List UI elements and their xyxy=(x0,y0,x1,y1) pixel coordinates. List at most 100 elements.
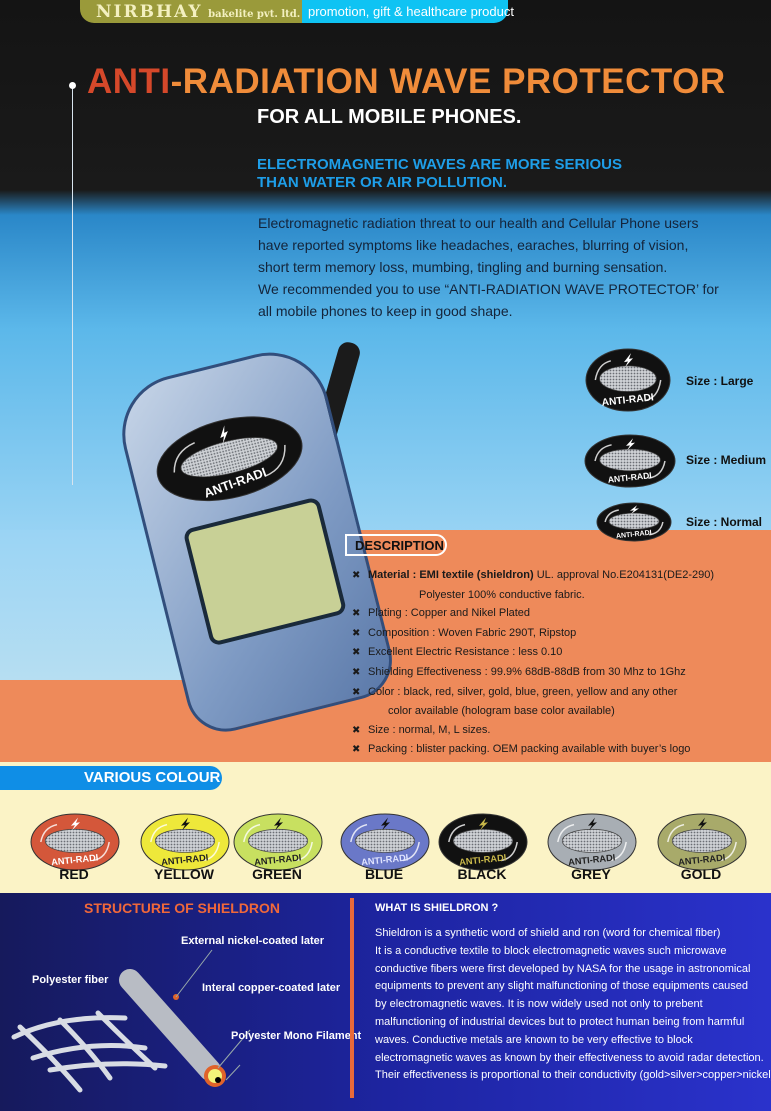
headline-line: THAN WATER OR AIR POLLUTION. xyxy=(257,174,507,191)
colour-label: GREEN xyxy=(252,866,302,882)
bullet-icon: ✖ xyxy=(352,570,361,581)
colour-label: GREY xyxy=(571,866,611,882)
material-label: Material : EMI textile (shieldron) xyxy=(368,569,534,581)
svg-text:ANTI-RADI: ANTI-RADI xyxy=(568,852,616,867)
core-dot xyxy=(215,1077,221,1083)
list-item: ✖ Color : black, red, silver, gold, blue,… xyxy=(352,683,714,703)
decorative-line xyxy=(72,85,73,485)
bullet-icon: ✖ xyxy=(352,724,361,736)
what-paragraph: Shieldron is a synthetic word of shield … xyxy=(375,925,771,1085)
label-fiber: Polyester fiber xyxy=(32,974,109,986)
paragraph-line: have reported symptoms like headaches, e… xyxy=(258,237,689,253)
item-text: Packing : blister packing. OEM packing a… xyxy=(368,743,691,756)
svg-text:ANTI-RADI: ANTI-RADI xyxy=(459,852,507,867)
colour-label: BLACK xyxy=(457,866,507,882)
colour-badge-gold: ANTI-RADI xyxy=(657,813,747,871)
shieldron-structure-diagram xyxy=(11,949,251,1093)
svg-text:ANTI-RADI: ANTI-RADI xyxy=(616,530,652,541)
what-line: electromagnetic waves as known by their … xyxy=(375,1051,764,1064)
label-internal: Interal copper-coated later xyxy=(202,982,341,994)
bullet-icon: ✖ xyxy=(352,666,361,678)
bullet-icon: ✖ xyxy=(352,686,361,698)
description-list: ✖ Material : EMI textile (shieldron) UL. … xyxy=(352,566,714,760)
svg-text:ANTI-RADI: ANTI-RADI xyxy=(254,852,302,867)
headline-line: ELECTROMAGNETIC WAVES ARE MORE SERIOUS xyxy=(257,156,623,173)
colour-label: BLUE xyxy=(364,866,404,882)
label-mono: Polyester Mono Filament xyxy=(231,1030,362,1042)
brand-logo: NIRBHAY bakelite pvt. ltd. xyxy=(80,0,302,23)
svg-text:ANTI-RADI: ANTI-RADI xyxy=(678,852,726,867)
mobile-phone-image: ANTI-RADI xyxy=(109,339,401,741)
item-text: Excellent Electric Resistance : less 0.1… xyxy=(368,646,563,659)
brand-name: NIRBHAY xyxy=(96,2,203,22)
description-heading: DESCRIPTION xyxy=(345,534,447,556)
paragraph-line: all mobile phones to keep in good shape. xyxy=(258,303,513,319)
svg-text:ANTI-RADI: ANTI-RADI xyxy=(607,470,652,485)
size-label-normal: Size : Normal xyxy=(686,515,763,529)
svg-text:ANTI-RADI: ANTI-RADI xyxy=(361,852,409,867)
badge-large: ANTI-RADI xyxy=(585,348,671,412)
item-text: Composition : Woven Fabric 290T, Ripstop xyxy=(368,626,577,639)
colour-label: YELLOW xyxy=(154,866,214,882)
shieldron-section xyxy=(0,893,771,1111)
list-item-cont: color available (hologram base color ava… xyxy=(388,705,615,718)
list-item: ✖ Material : EMI textile (shieldron) UL. … xyxy=(352,566,714,586)
phone-badge: ANTI-RADI xyxy=(156,416,303,502)
svg-text:ANTI-RADI: ANTI-RADI xyxy=(161,852,209,867)
what-line: waves. Conductive metals are known to be… xyxy=(375,1033,693,1046)
what-line: conductive fibers were first developed b… xyxy=(375,962,751,975)
what-line: equipments to prevent any slight malfunc… xyxy=(375,980,749,993)
leader-lines xyxy=(175,949,251,1081)
bullet-icon: ✖ xyxy=(352,608,361,620)
colour-badge-blue: ANTI-RADI xyxy=(340,813,430,871)
colour-badge-green: ANTI-RADI xyxy=(233,813,323,871)
intro-paragraph: Electromagnetic radiation threat to our … xyxy=(258,212,758,322)
what-line: Their effectiveness is proportional to t… xyxy=(375,1069,771,1082)
list-item: ✖ Plating : Copper and Nikel Plated xyxy=(352,604,714,624)
size-label-medium: Size : Medium xyxy=(686,453,767,467)
divider xyxy=(350,898,354,1098)
list-item-cont: Polyester 100% conductive fabric. xyxy=(419,588,585,601)
material-value: UL. approval No.E204131(DE2-290) xyxy=(533,569,715,581)
title-part2: -RADIATION WAVE PROTECTOR xyxy=(170,62,726,101)
bullet-icon: ✖ xyxy=(352,647,361,659)
colour-label: GOLD xyxy=(680,866,722,882)
subtitle: FOR ALL MOBILE PHONES. xyxy=(257,106,522,128)
title-part1: ANTI xyxy=(87,62,171,101)
decorative-dot xyxy=(69,82,76,89)
filament xyxy=(119,969,221,1081)
tagline: promotion, gift & healthcare product xyxy=(302,0,514,23)
item-text: Plating : Copper and Nikel Plated xyxy=(368,607,531,620)
colour-badge-red: ANTI-RADI xyxy=(30,813,120,871)
list-item: ✖ Excellent Electric Resistance : less 0.… xyxy=(352,643,714,663)
fiber-mesh xyxy=(11,1010,168,1093)
list-item: ✖ Packing : blister packing. OEM packing … xyxy=(352,740,714,760)
label-external: External nickel-coated later xyxy=(181,935,325,947)
what-heading: WHAT IS SHIELDRON ? xyxy=(375,902,499,914)
phone-screen xyxy=(182,496,348,647)
paragraph-line: short term memory loss, mumbing, tinglin… xyxy=(258,259,668,275)
list-item: ✖ Shielding Effectiveness : 99.9% 68dB-88… xyxy=(352,663,714,683)
bullet-icon: ✖ xyxy=(352,627,361,639)
structure-heading: STRUCTURE OF SHIELDRON xyxy=(84,900,280,916)
badge-medium: ANTI-RADI xyxy=(584,434,676,488)
bullet-icon: ✖ xyxy=(352,744,361,756)
list-item: ✖ Size : normal, M, L sizes. xyxy=(352,721,714,741)
badge-normal: ANTI-RADI xyxy=(596,502,672,542)
list-item: ✖ Composition : Woven Fabric 290T, Ripsto… xyxy=(352,624,714,644)
colour-badge-yellow: ANTI-RADI xyxy=(140,813,230,871)
item-text: Shielding Effectiveness : 99.9% 68dB-88d… xyxy=(368,665,686,678)
item-text: Color : black, red, silver, gold, blue, … xyxy=(368,685,678,698)
svg-text:ANTI-RADI: ANTI-RADI xyxy=(601,392,654,408)
what-line: It is a conductive textile to block elec… xyxy=(375,944,727,957)
item-text: Size : normal, M, L sizes. xyxy=(368,723,491,736)
colour-badge-black: ANTI-RADI xyxy=(438,813,528,871)
colour-badge-grey: ANTI-RADI xyxy=(547,813,637,871)
what-line: malfunctioning of industrial devices but… xyxy=(375,1015,745,1028)
brand-suffix: bakelite pvt. ltd. xyxy=(208,9,301,20)
what-line: by electromagnetic waves. It is now wide… xyxy=(375,998,703,1011)
colours-heading: VARIOUS COLOUR xyxy=(0,766,222,790)
size-label-large: Size : Large xyxy=(686,374,754,388)
page-title: ANTI-RADIATION WAVE PROTECTOR xyxy=(87,62,726,102)
